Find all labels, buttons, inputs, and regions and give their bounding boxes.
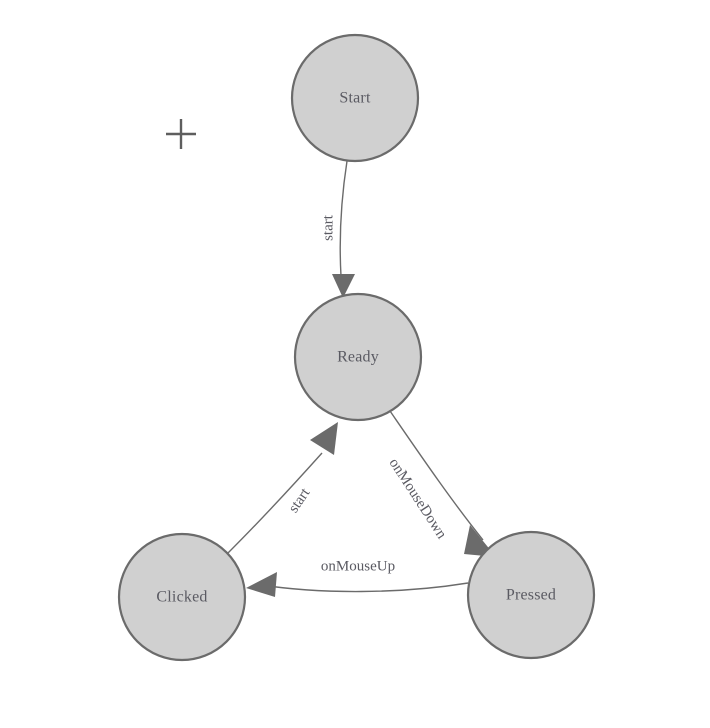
arrowhead-into-clicked-from-pressed — [246, 572, 277, 597]
node-clicked-label: Clicked — [156, 589, 207, 606]
edge-path-start-to-ready — [339, 160, 348, 277]
node-clicked-circle[interactable] — [117, 532, 247, 662]
crosshair-cursor-icon — [166, 119, 196, 149]
edge-label-clicked-to-ready: start — [286, 485, 314, 516]
node-ready-label: Ready — [337, 349, 379, 366]
edge-path-pressed-to-clicked — [261, 582, 469, 593]
edge-ready-to-pressed[interactable]: onMouseDown — [386, 410, 496, 557]
arrowhead-into-ready-from-start — [332, 274, 355, 298]
node-ready[interactable]: Ready — [293, 292, 423, 422]
node-start-label: Start — [339, 90, 371, 107]
edge-start-to-ready[interactable]: start — [320, 160, 355, 298]
edge-pressed-to-clicked[interactable]: onMouseUp — [246, 558, 469, 597]
edge-clicked-to-ready[interactable]: start — [227, 422, 338, 554]
node-clicked[interactable]: Clicked — [117, 532, 247, 662]
edge-path-clicked-to-ready — [227, 452, 323, 554]
edge-label-pressed-to-clicked: onMouseUp — [321, 558, 395, 574]
arrowhead-into-ready-from-clicked — [310, 422, 338, 455]
edge-label-ready-to-pressed: onMouseDown — [386, 456, 450, 543]
node-ready-circle[interactable] — [293, 292, 423, 422]
node-pressed[interactable]: Pressed — [466, 530, 596, 660]
node-pressed-label: Pressed — [506, 587, 556, 604]
edge-path-ready-to-pressed — [389, 410, 484, 541]
edge-label-start-to-ready: start — [320, 214, 336, 241]
node-start-circle[interactable] — [290, 33, 420, 163]
node-pressed-circle[interactable] — [466, 530, 596, 660]
node-start[interactable]: Start — [290, 33, 420, 163]
